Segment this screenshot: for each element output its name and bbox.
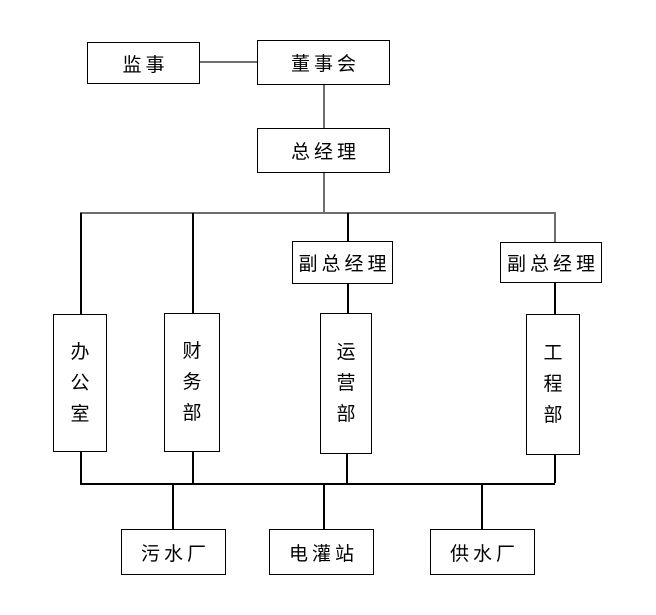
- node-deputy-general-manager-1-label: 副总经理: [298, 253, 391, 275]
- node-engineering-dept: 工程部: [526, 314, 580, 455]
- node-deputy-general-manager-1: 副总经理: [292, 241, 393, 284]
- connector-deputy1-operations: [347, 284, 349, 313]
- node-sewage-plant: 污水厂: [121, 529, 226, 575]
- connector-bus-water-supply: [481, 484, 483, 529]
- node-deputy-general-manager-2: 副总经理: [500, 242, 602, 283]
- connector-upper-bus: [80, 212, 556, 214]
- node-finance-dept: 财务部: [164, 313, 220, 452]
- connector-bus-deputy-gm-1: [347, 213, 349, 241]
- node-supervisor: 监事: [87, 42, 200, 84]
- node-deputy-general-manager-2-label: 副总经理: [506, 253, 599, 275]
- node-pumping-station: 电灌站: [269, 529, 374, 575]
- connector-engineering-lower-bus: [554, 455, 556, 483]
- node-office: 办公室: [53, 314, 107, 452]
- connector-general-manager-bus: [323, 173, 325, 213]
- connector-finance-lower-bus: [192, 452, 194, 483]
- connector-deputy2-engineering: [554, 283, 556, 314]
- node-water-supply-plant: 供水厂: [430, 529, 535, 575]
- node-office-label: 办公室: [70, 340, 90, 425]
- node-general-manager-label: 总经理: [290, 141, 360, 163]
- node-general-manager: 总经理: [257, 128, 390, 173]
- node-water-supply-plant-label: 供水厂: [449, 542, 519, 565]
- node-operations-dept-label: 运营部: [336, 341, 356, 425]
- connector-bus-deputy-gm-2: [554, 213, 556, 242]
- connector-bus-finance: [192, 213, 194, 313]
- connector-supervisor-board: [200, 61, 257, 63]
- connector-bus-sewage-plant: [172, 484, 174, 529]
- node-engineering-dept-label: 工程部: [543, 342, 563, 426]
- node-finance-dept-label: 财务部: [182, 340, 202, 424]
- node-board-of-directors: 董事会: [257, 40, 390, 85]
- connector-lower-bus: [80, 483, 555, 485]
- node-supervisor-label: 监事: [122, 53, 169, 76]
- connector-office-lower-bus: [80, 452, 82, 483]
- connector-operations-lower-bus: [346, 454, 348, 483]
- connector-bus-office: [80, 213, 82, 314]
- connector-bus-pumping-station: [323, 484, 325, 529]
- node-operations-dept: 运营部: [320, 313, 372, 454]
- node-board-of-directors-label: 董事会: [290, 53, 360, 75]
- connector-board-general-manager: [323, 85, 325, 128]
- node-pumping-station-label: 电灌站: [288, 542, 358, 565]
- node-sewage-plant-label: 污水厂: [140, 542, 210, 565]
